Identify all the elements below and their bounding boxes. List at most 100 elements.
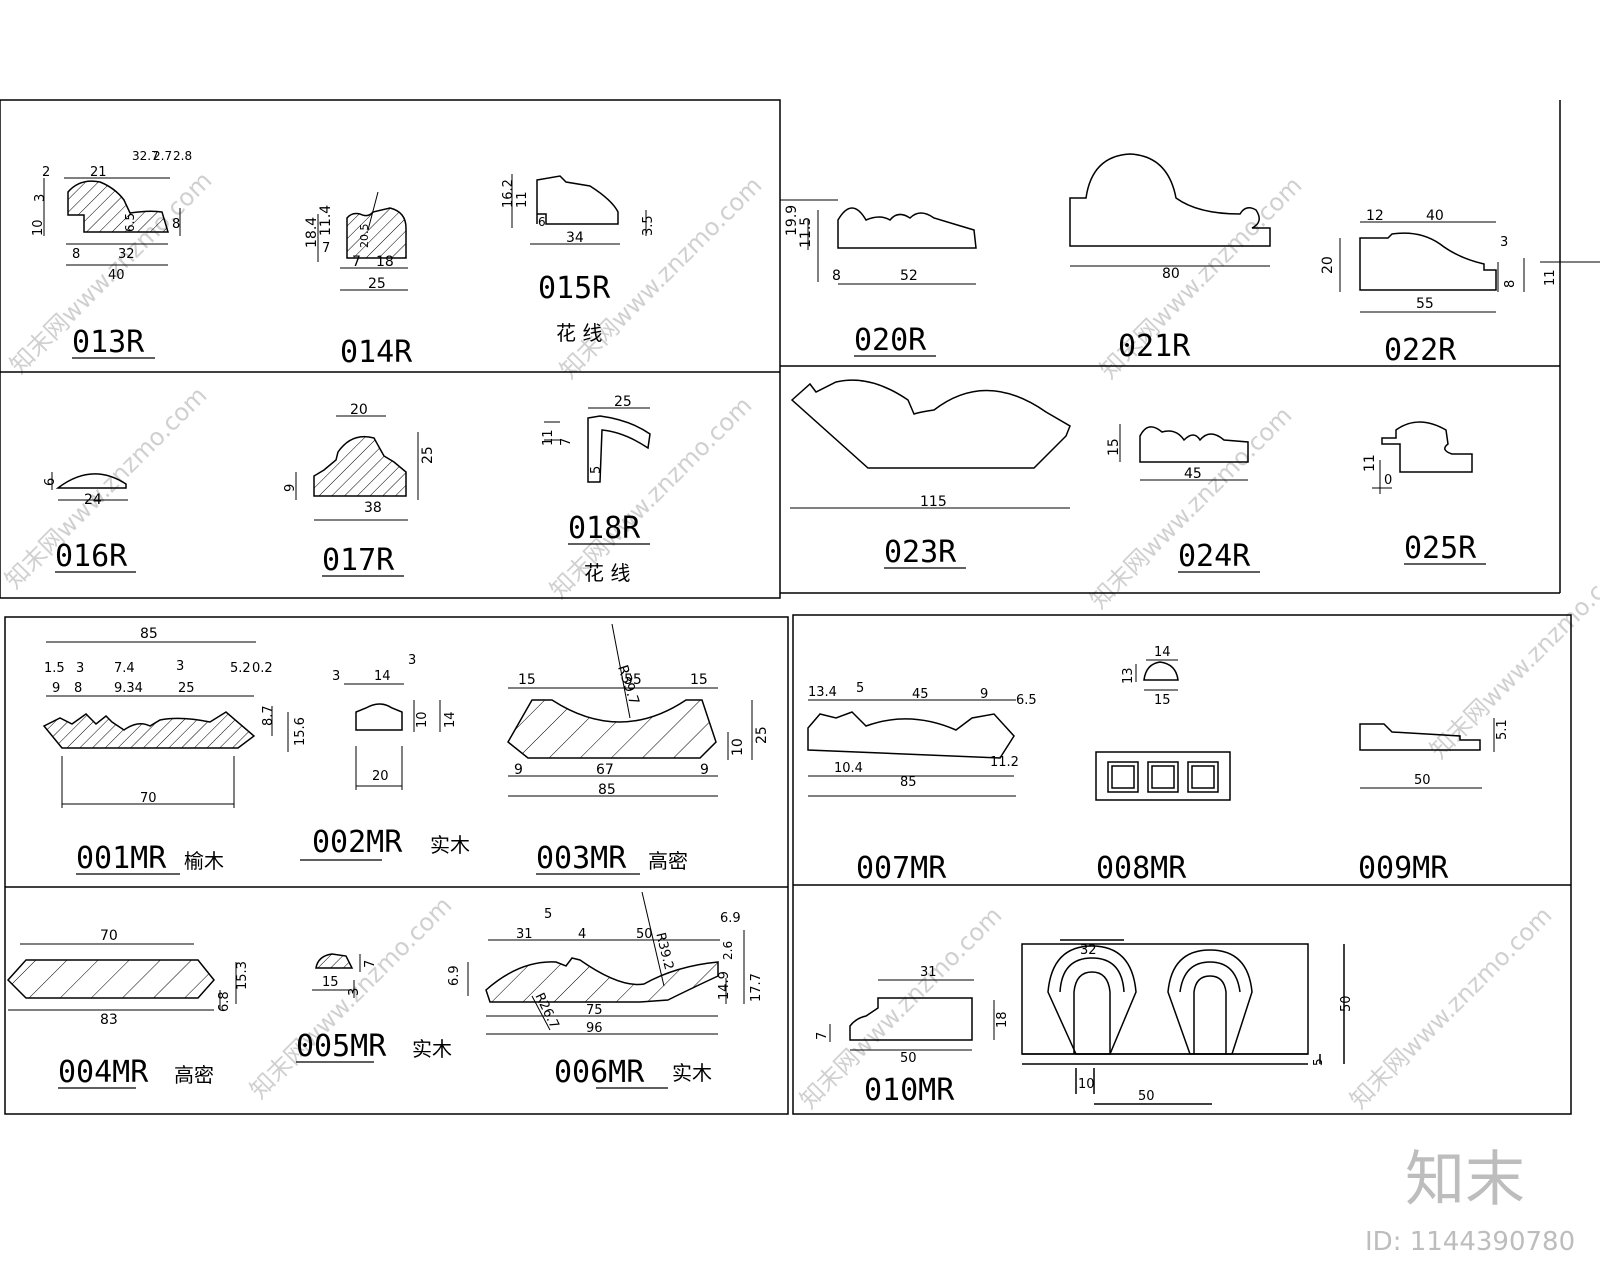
dim-label: 1.5 <box>44 661 65 676</box>
profile-code: 018R <box>568 511 641 546</box>
profile-shape <box>355 703 403 731</box>
dim-label: 10 <box>730 738 746 756</box>
profile-code: 025R <box>1404 531 1477 566</box>
brand-watermark: 知末 <box>1405 1145 1525 1215</box>
frames <box>0 99 1572 1115</box>
dim-label: 31 <box>920 965 937 980</box>
dim-label: 70 <box>100 928 118 944</box>
profile-shape <box>807 711 1015 759</box>
dim-label: 34 <box>566 230 584 246</box>
profile-note: 高密 <box>174 1063 214 1087</box>
profile-024R: 15 45 024R <box>1106 424 1260 574</box>
profile-code: 009MR <box>1358 851 1449 886</box>
dim-label: 6.9 <box>447 965 462 986</box>
dim-label: 5 <box>544 907 552 922</box>
dim-label: 13 <box>1121 667 1136 684</box>
profile-code: 007MR <box>856 851 947 886</box>
dim-label: 20 <box>350 402 368 418</box>
dim-label: 8 <box>832 268 841 284</box>
dimension-lines <box>511 174 647 245</box>
dim-label: 9 <box>700 762 709 778</box>
profile-006MR: 5 6.9 31 4 50 R39.2 2.6 6.9 14.9 17.7 R2… <box>447 891 764 1090</box>
dimension-lines <box>1339 221 1600 313</box>
profile-015R: 16.2 11 6 34 3.5 015R 花 线 <box>501 174 656 345</box>
profile-code: 008MR <box>1096 851 1187 886</box>
dim-label: 15 <box>690 672 708 688</box>
dimension-lines <box>829 979 995 1051</box>
dimension-lines <box>1135 659 1178 691</box>
dim-label: 11 <box>1543 269 1558 286</box>
dimension-lines <box>295 415 419 521</box>
profile-code: 022R <box>1384 333 1457 368</box>
dim-label: 21 <box>90 165 107 180</box>
profile-note: 实木 <box>672 1061 712 1085</box>
profile-shape <box>1143 661 1179 681</box>
dim-label: 9 <box>283 484 298 492</box>
dim-label: 40 <box>108 268 125 283</box>
profile-note: 花 线 <box>556 321 602 345</box>
dim-label: 32 <box>118 247 135 262</box>
dim-label: 18.4 <box>304 217 320 248</box>
dim-label: 11 <box>515 191 530 208</box>
profile-note: 实木 <box>412 1037 452 1061</box>
dim-label: 15.6 <box>293 717 308 746</box>
dim-label: 15.3 <box>235 961 250 990</box>
dimension-lines <box>51 472 128 501</box>
profile-shape <box>790 379 1071 469</box>
dim-label: 13.4 <box>808 685 837 700</box>
dim-label: 9 <box>514 762 523 778</box>
dim-label: 67 <box>596 762 614 778</box>
dim-label: 6 <box>43 478 58 486</box>
profile-shape <box>1381 421 1473 473</box>
dim-label: 6.5 <box>123 213 137 232</box>
profile-shape <box>1069 153 1271 247</box>
dim-label: 32 <box>1080 943 1097 958</box>
profile-shape <box>849 997 973 1041</box>
dimension-lines <box>344 683 441 790</box>
dim-label: 10 <box>31 219 46 236</box>
profile-code: 024R <box>1178 539 1251 574</box>
dimension-lines <box>467 891 745 1035</box>
dim-label: 45 <box>912 687 929 702</box>
dim-label: 70 <box>140 791 157 806</box>
watermark-text: 知末网www.znzmo.com <box>1424 551 1600 764</box>
dim-label: 3 <box>408 653 416 668</box>
dim-label: 5 <box>589 466 604 474</box>
dim-label: 10.4 <box>834 761 863 776</box>
profile-shape <box>346 207 407 259</box>
profile-code: 014R <box>340 335 413 370</box>
dimension-lines <box>808 699 1016 797</box>
dim-label: 7.4 <box>114 661 135 676</box>
dimension-lines <box>1119 424 1248 481</box>
profile-shape <box>42 711 256 749</box>
dim-label: 10 <box>1078 1077 1095 1092</box>
dimension-lines <box>46 641 289 808</box>
profile-010MR: 31 7 50 18 32 50 5 10 50 010MR <box>815 939 1354 1108</box>
dim-label: 14 <box>443 711 458 728</box>
dim-label: 15 <box>1154 693 1171 708</box>
dim-label: 80 <box>1162 266 1180 282</box>
watermark-text: 知末网www.znzmo.com <box>544 391 757 604</box>
dim-label: 18 <box>376 254 394 270</box>
frame-bottom-right <box>792 614 1572 1115</box>
dim-label: 7 <box>352 254 361 270</box>
profile-shape <box>507 699 717 759</box>
dim-label: 6.9 <box>720 911 741 926</box>
dim-label: 3 <box>1500 235 1508 250</box>
profile-014R: 18.4 11.4 7 20.5 7 18 25 014R <box>304 191 413 370</box>
watermark-text: 知末网www.znzmo.com <box>244 891 457 1104</box>
profile-020R: 19.9 11.5 8 52 020R <box>780 199 977 358</box>
frame-bottom-left <box>4 616 789 1115</box>
dim-label: 40 <box>1426 208 1444 224</box>
profile-008MR: 14 13 15 008MR <box>1095 645 1231 886</box>
dim-label: 8 <box>72 247 80 262</box>
dim-label: 25 <box>614 394 632 410</box>
profile-021R: 80 021R <box>1069 153 1271 364</box>
dim-label: 96 <box>586 1021 603 1036</box>
dim-label: 32.7 <box>132 149 159 163</box>
profile-code: 017R <box>322 543 395 578</box>
dim-label: 11.4 <box>318 205 334 236</box>
dim-label: 11.2 <box>990 755 1019 770</box>
dimension-lines <box>544 407 650 441</box>
